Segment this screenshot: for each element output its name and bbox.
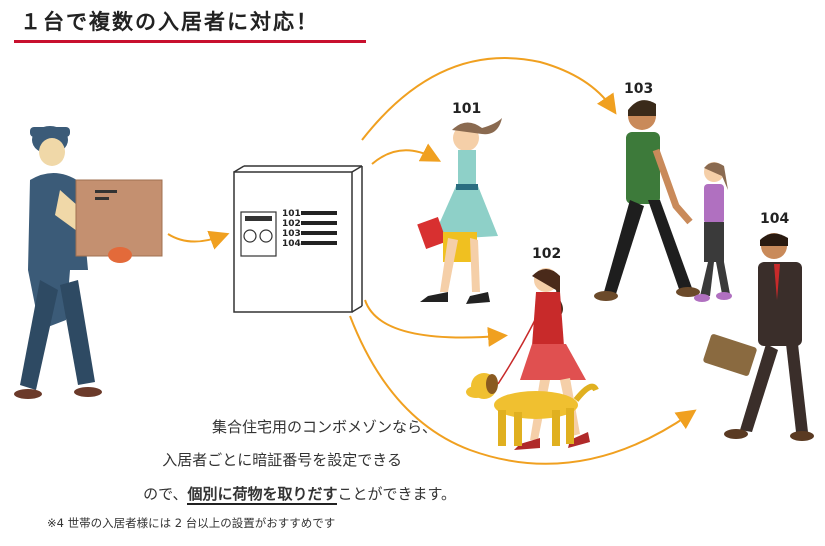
resident-102-figure: 102	[466, 246, 599, 450]
resident-101-figure: 101	[417, 101, 502, 304]
page-title: １台で複数の入居者に対応！	[20, 10, 319, 34]
locker-label-101: 101	[282, 209, 301, 219]
locker-label-103: 103	[282, 229, 301, 239]
caption-line-3-post: ことができます。	[337, 485, 456, 503]
resident-label-103: 103	[624, 81, 653, 97]
locker-label-104: 104	[282, 239, 301, 249]
caption-line-2: 入居者ごとに暗証番号を設定できる	[162, 451, 402, 469]
arrow-to-104	[349, 315, 697, 465]
arrow-to-103	[361, 57, 617, 141]
arrow-to-102	[364, 299, 508, 347]
footnote: ※4 世帯の入居者様には 2 台以上の設置がおすすめです	[47, 516, 336, 530]
arrow-to-101	[371, 143, 442, 165]
arrow-to-locker	[167, 230, 230, 250]
caption-line-3: ので、個別に荷物を取りだすことができます。	[0, 483, 456, 505]
flow-arrows	[167, 57, 697, 465]
delivery-person-figure	[14, 126, 163, 399]
caption-emphasis: 個別に荷物を取りだす	[187, 485, 338, 505]
caption-line-3-pre: ので、	[143, 485, 188, 503]
caption-line-1: 集合住宅用のコンボメゾンなら、	[211, 418, 437, 436]
resident-label-104: 104	[760, 211, 789, 227]
resident-label-101: 101	[452, 101, 481, 117]
locker-label-102: 102	[282, 219, 301, 229]
resident-103-figure: 103	[594, 81, 732, 302]
resident-label-102: 102	[532, 246, 561, 262]
resident-104-figure: 104	[703, 211, 814, 441]
locker-box: 101 102 103 104	[233, 165, 363, 313]
title-underline	[14, 40, 366, 43]
